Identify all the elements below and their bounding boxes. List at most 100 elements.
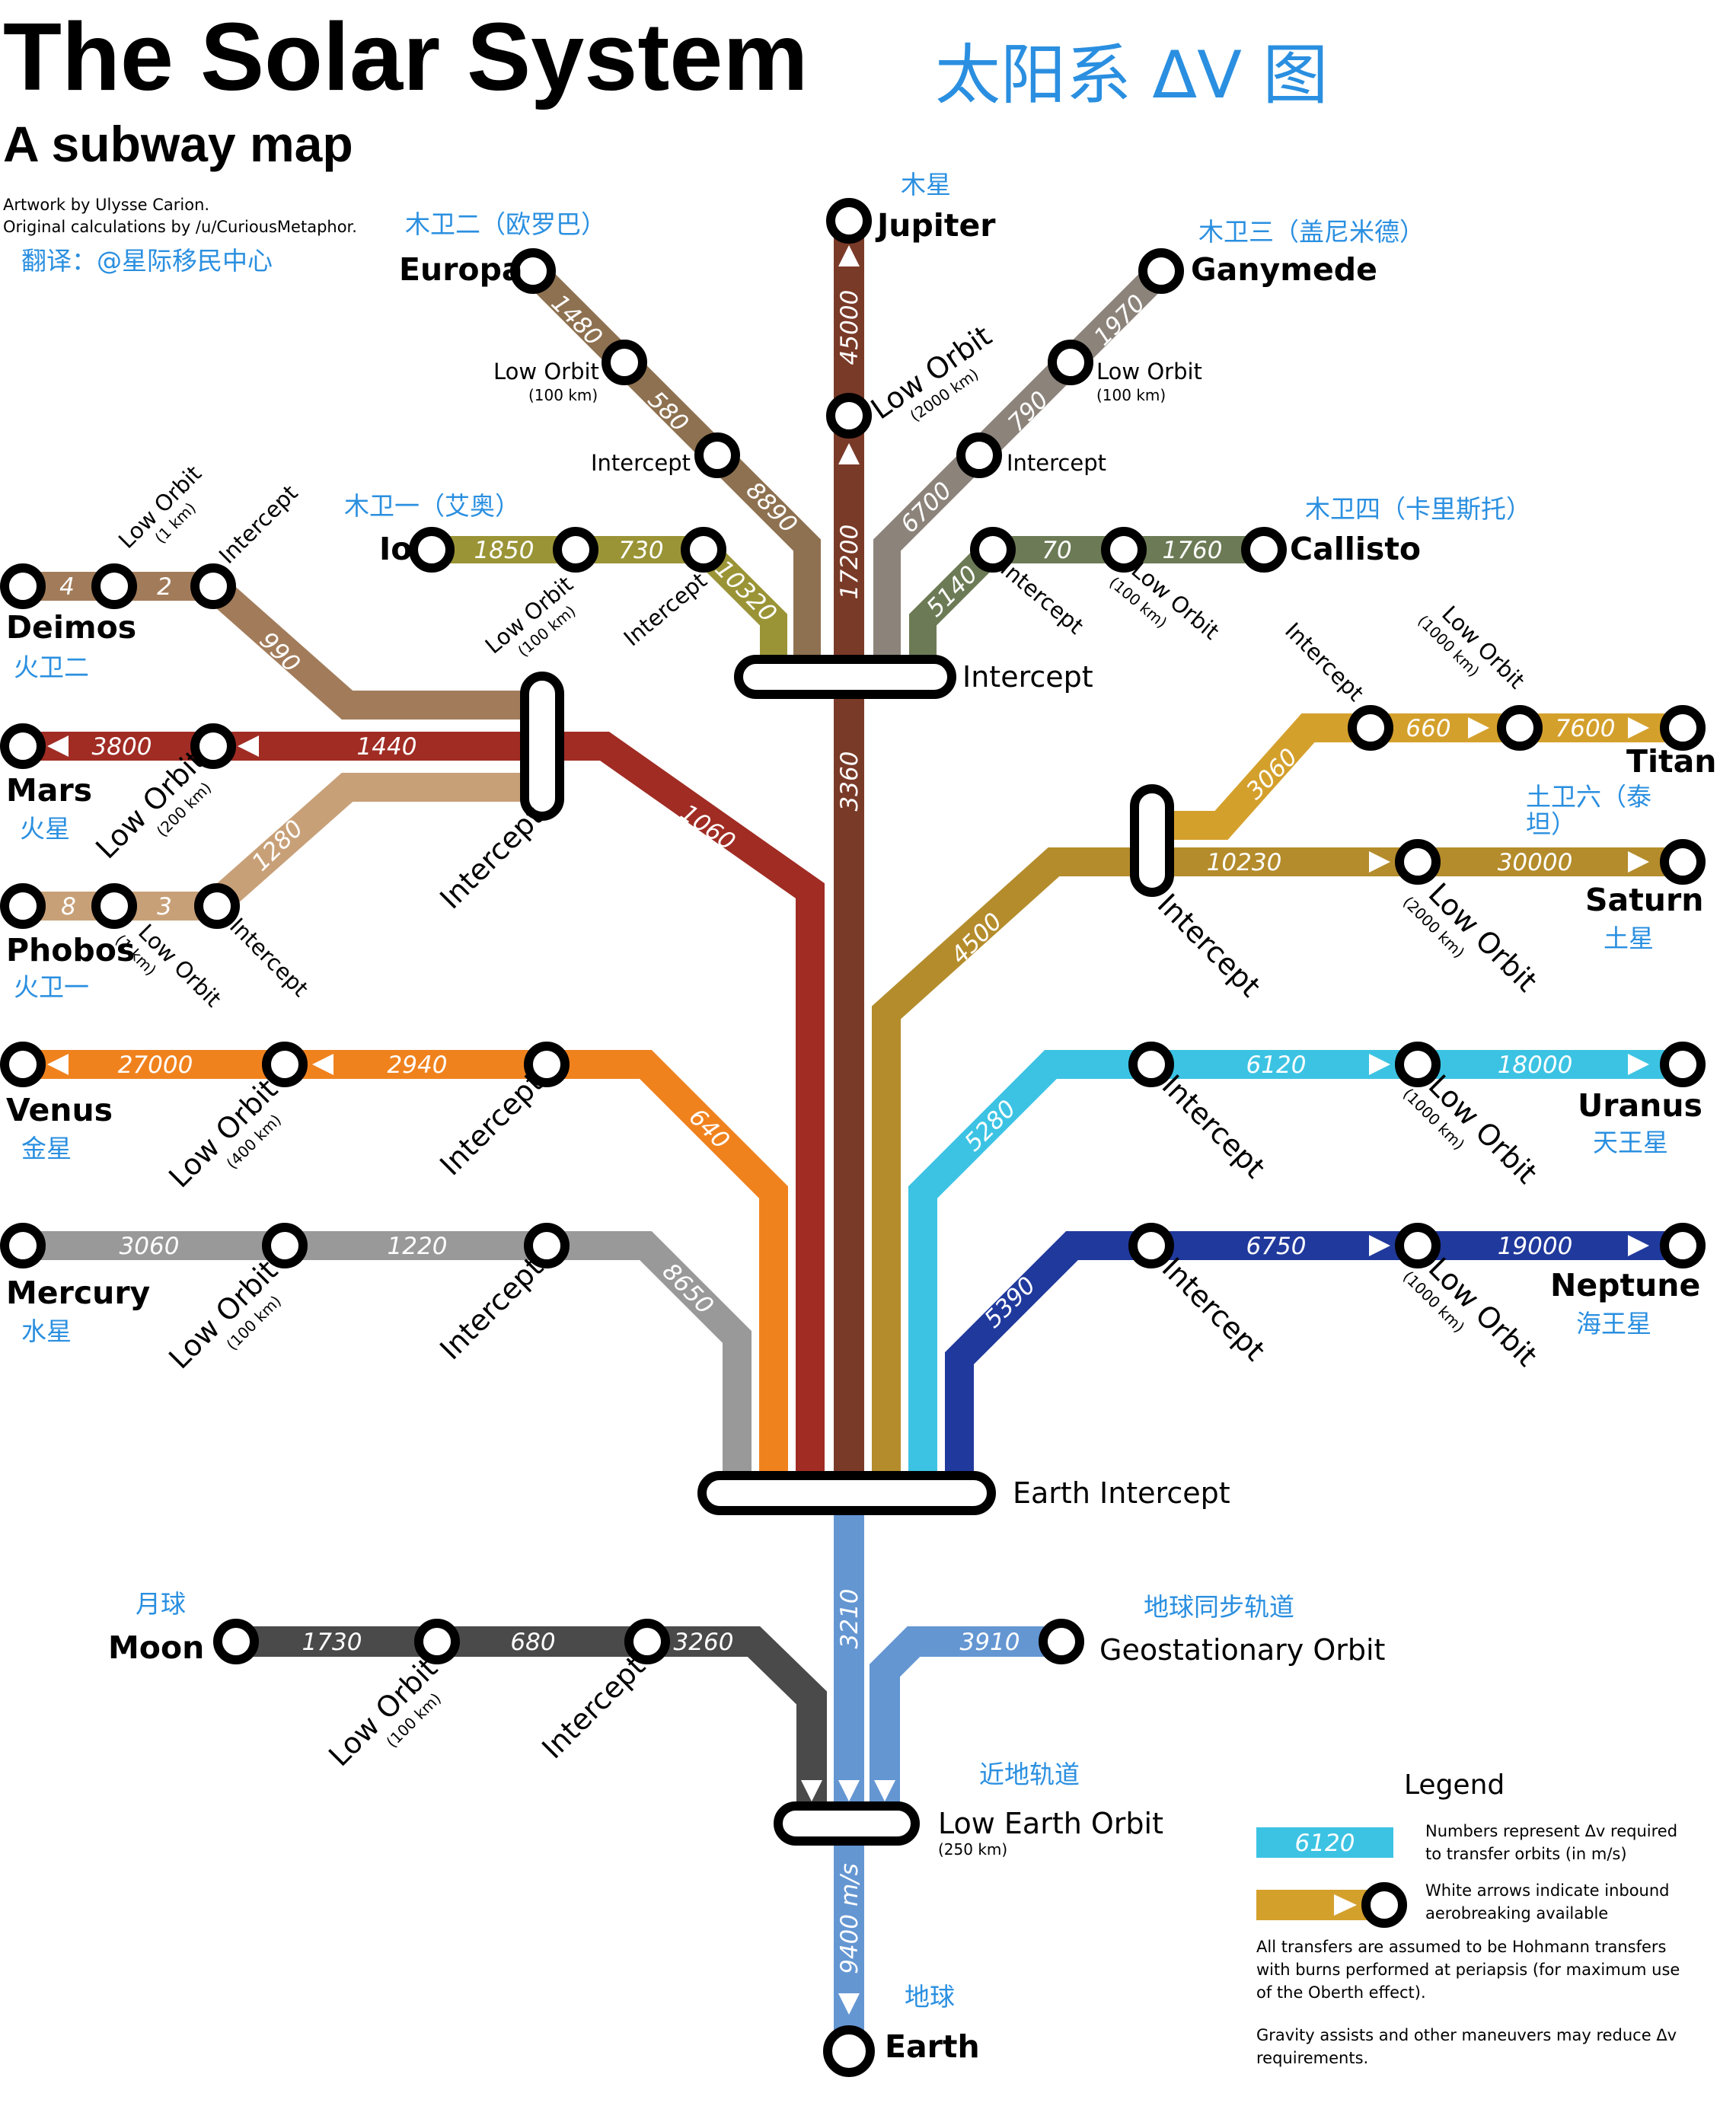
titan-dv-b: 7600 — [1556, 715, 1616, 742]
neptune-intercept-label: Intercept — [1156, 1251, 1272, 1367]
phobos-dv-a: 8 — [61, 893, 76, 921]
moon-intercept-station — [624, 1619, 670, 1664]
phobos-cn-label: 火卫一 — [14, 972, 89, 1002]
leo-arrow-3 — [874, 1780, 895, 1801]
titan-intercept-tag: Intercept — [1280, 617, 1369, 707]
saturn-intercept-hub — [1130, 784, 1174, 897]
uranus-station — [1660, 1042, 1706, 1087]
uranus-label: Uranus — [1578, 1087, 1702, 1124]
europa-station — [510, 248, 556, 294]
earth-dv-ei: 3210 — [836, 1589, 863, 1649]
saturn-arrow-2 — [1628, 851, 1649, 873]
ganymede-low-orbit-label: Low Orbit — [1096, 359, 1202, 385]
europa-intercept-station — [694, 432, 740, 478]
earth-cn-label: 地球 — [905, 1982, 955, 2012]
deimos-label: Deimos — [6, 609, 136, 646]
callisto-dv-a: 70 — [1042, 537, 1071, 564]
callisto-cn-label: 木卫四（卡里斯托） — [1305, 494, 1531, 524]
titan-label: Titan — [1626, 743, 1716, 780]
io-cn-label: 木卫一（艾奥） — [344, 491, 520, 521]
phobos-intercept-station — [194, 883, 240, 929]
deimos-cn-label: 火卫二 — [14, 653, 89, 682]
saturn-low-orbit-station — [1395, 839, 1441, 885]
phobos-intercept-label: Intercept — [225, 913, 314, 1002]
callisto-line — [909, 536, 1264, 677]
page-subtitle: A subway map — [3, 116, 353, 172]
jupiter-station — [826, 198, 872, 244]
deimos-station — [0, 563, 46, 609]
mercury-intercept-tag: Intercept — [433, 1250, 549, 1366]
titan-cn-label: 土卫六（泰 — [1526, 782, 1651, 812]
io-dv-a: 1850 — [474, 537, 535, 564]
uranus-intercept-tag: Intercept — [1156, 1068, 1272, 1184]
neptune-label: Neptune — [1550, 1267, 1700, 1303]
venus-low-orbit-tag: Low Orbit (400 km) — [162, 1073, 285, 1195]
titan-station — [1660, 705, 1706, 751]
leo-arrow-2 — [838, 1780, 860, 1801]
jupiter-low-orbit-tag: Low Orbit (2000 km) — [865, 319, 997, 426]
venus-arrow-1 — [47, 1054, 69, 1075]
titan-arrow-1 — [1468, 717, 1489, 739]
titan-cn-label-2: 坦） — [1526, 809, 1576, 839]
legend-item1-line1: Numbers represent Δv required — [1425, 1822, 1677, 1840]
io-low-orbit-station — [553, 527, 598, 573]
deimos-intercept-tag: Intercept — [214, 480, 303, 569]
europa-low-orbit-station — [602, 340, 647, 385]
legend-item2-line1: White arrows indicate inbound — [1425, 1881, 1670, 1900]
venus-dv-b: 2940 — [388, 1051, 448, 1079]
jupiter-dv-trunk: 3360 — [836, 751, 863, 812]
mars-cn-label: 火星 — [20, 814, 70, 844]
earth-station — [823, 2025, 875, 2077]
moon-dv-b: 680 — [510, 1629, 555, 1656]
mercury-label: Mercury — [6, 1275, 150, 1311]
mars-line — [23, 732, 825, 1493]
callisto-dv-b: 1760 — [1163, 537, 1223, 564]
saturn-station — [1660, 839, 1706, 885]
neptune-cn-label: 海王星 — [1576, 1309, 1651, 1339]
venus-arrow-2 — [312, 1054, 333, 1075]
europa-low-orbit-altitude: (100 km) — [528, 386, 598, 404]
neptune-low-orbit-station — [1395, 1223, 1441, 1268]
saturn-line — [872, 847, 1683, 1493]
jupiter-dv-top: 45000 — [836, 290, 863, 365]
europa-intercept-label: Intercept — [591, 450, 691, 476]
ganymede-cn-label: 木卫三（盖尼米德） — [1198, 217, 1425, 247]
uranus-dv-b: 18000 — [1498, 1051, 1573, 1079]
venus-low-orbit-station — [262, 1042, 308, 1087]
uranus-arrow-2 — [1628, 1054, 1649, 1075]
titan-line — [1152, 713, 1683, 840]
mercury-cn-label: 水星 — [21, 1316, 72, 1346]
legend-item2-line2: aerobreaking available — [1425, 1904, 1608, 1923]
europa-label: Europa — [399, 251, 523, 288]
venus-cn-label: 金星 — [21, 1134, 72, 1163]
jupiter-arrow-1 — [838, 245, 860, 266]
legend-item1-line2: to transfer orbits (in m/s) — [1425, 1845, 1627, 1863]
callisto-label: Callisto — [1290, 531, 1421, 567]
io-label: Io — [379, 531, 412, 567]
saturn-low-orbit-tag: Low Orbit (2000 km) — [1399, 876, 1544, 998]
jupiter-intercept-hub — [734, 655, 956, 699]
legend-note1-line1: All transfers are assumed to be Hohmann … — [1256, 1938, 1666, 1956]
geostationary-cn-label: 地球同步轨道 — [1144, 1592, 1294, 1622]
uranus-low-orbit-station — [1395, 1042, 1441, 1087]
legend-note2-line1: Gravity assists and other maneuvers may … — [1256, 2026, 1677, 2044]
callisto-intercept-station — [970, 527, 1016, 573]
neptune-intercept-station — [1128, 1223, 1174, 1268]
ganymede-low-orbit-altitude: (100 km) — [1096, 386, 1166, 404]
uranus-arrow-1 — [1369, 1054, 1390, 1075]
earth-label: Earth — [885, 2028, 980, 2065]
ganymede-low-orbit-station — [1048, 340, 1093, 385]
mercury-intercept-station — [524, 1223, 570, 1268]
geo-dv: 3910 — [960, 1629, 1020, 1656]
uranus-intercept-label: Intercept — [1156, 1068, 1272, 1184]
legend-line-sample — [1256, 1827, 1393, 1858]
neptune-dv-a: 6750 — [1246, 1233, 1307, 1260]
moon-line — [236, 1626, 827, 1824]
mercury-station — [0, 1223, 46, 1268]
deimos-low-orbit-station — [91, 563, 137, 609]
stations — [0, 198, 1706, 2077]
mars-label: Mars — [6, 772, 92, 809]
mercury-dv-b: 1220 — [388, 1233, 448, 1260]
ganymede-label: Ganymede — [1191, 251, 1377, 288]
